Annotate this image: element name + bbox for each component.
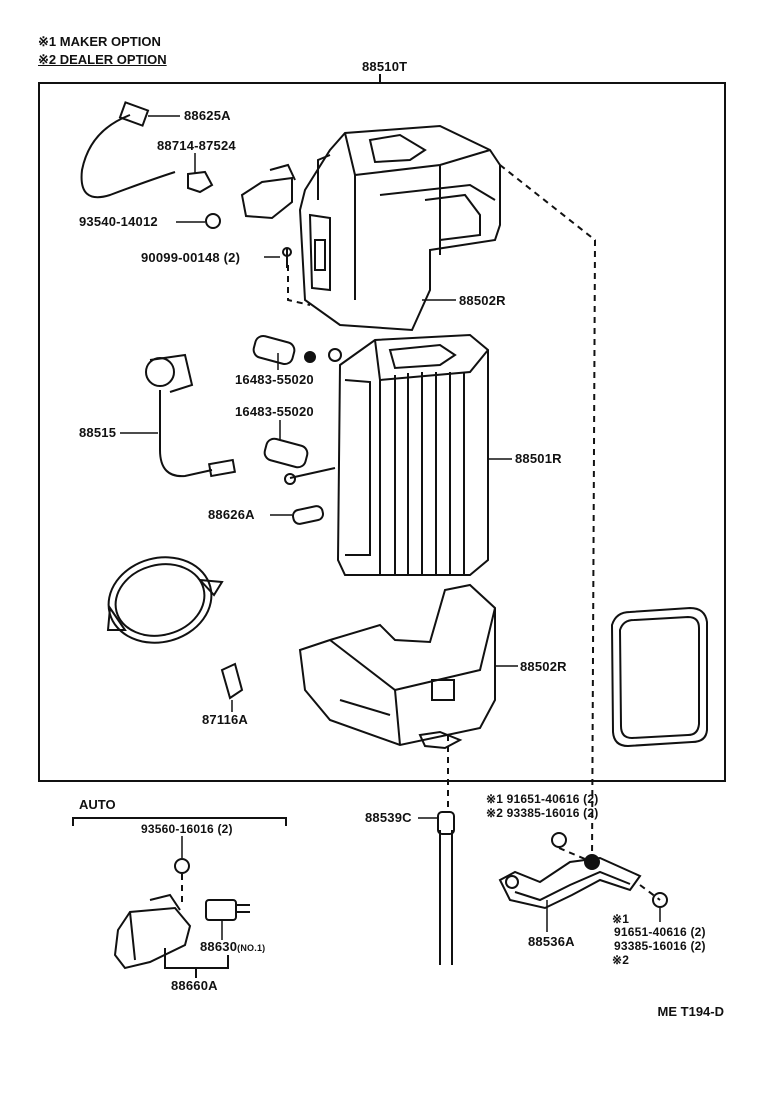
sensor-wire-88625A [80,114,176,199]
part-label-93385-16016-side: 93385-16016 (2) [614,939,706,953]
part-label-88630: 88630(NO.1) [200,940,265,955]
part-label-88626A: 88626A [208,507,255,522]
part-label-88502R-lower: 88502R [520,659,567,674]
upper-case-drawing [298,124,501,332]
part-label-88515: 88515 [79,425,117,440]
part-label-88625A: 88625A [184,108,231,123]
part-88630-note: (NO.1) [237,943,266,953]
legend-dealer-option: ※2 DEALER OPTION [38,52,167,67]
part-label-16483-55020-a: 16483-55020 [235,372,314,387]
evaporator-core-drawing [336,333,489,576]
option-mark-1: ※1 [612,912,630,926]
part-label-88536A: 88536A [528,934,575,949]
part-label-88714-87524: 88714-87524 [157,138,236,153]
part-label-90099-00148: 90099-00148 (2) [141,250,241,265]
legend-maker-option: ※1 MAKER OPTION [38,34,161,49]
part-label-93560-16016: 93560-16016 (2) [141,822,233,836]
auto-section-title: AUTO [79,797,116,812]
lower-case-drawing [298,583,496,750]
diagram-code: ME T194-D [657,1004,724,1019]
part-label-91651-40616-side: 91651-40616 (2) [614,925,706,939]
part-label-88660A: 88660A [171,978,218,993]
part-88630-number: 88630 [200,939,238,954]
part-label-93385-16016-top: ※2 93385-16016 (2) [486,806,599,820]
assembly-frame [38,82,726,782]
part-label-91651-40616-top: ※1 91651-40616 (2) [486,792,599,806]
part-label-88502R-upper: 88502R [459,293,506,308]
option-mark-2: ※2 [612,953,630,967]
part-label-87116A: 87116A [202,712,249,727]
part-label-16483-55020-b: 16483-55020 [235,404,314,419]
assembly-label-88510T: 88510T [362,59,408,74]
part-label-88539C: 88539C [365,810,412,825]
part-label-88501R: 88501R [515,451,562,466]
part-label-93540-14012: 93540-14012 [79,214,158,229]
